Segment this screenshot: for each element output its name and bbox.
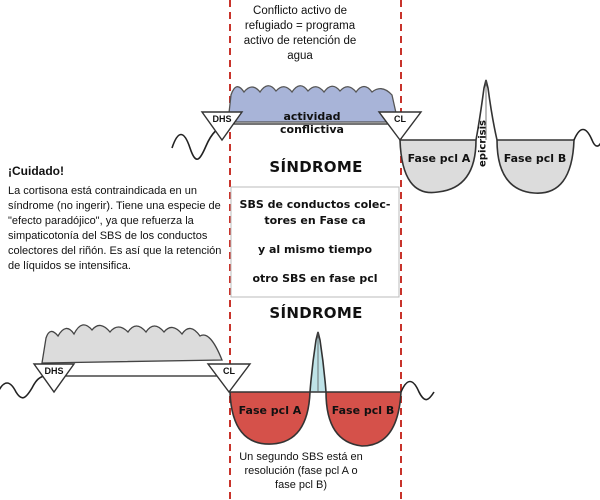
top-epicrisis-label: epicrisis bbox=[477, 120, 489, 167]
box-line-1: SBS de conductos colec- bbox=[239, 198, 391, 211]
top-dhs-triangle bbox=[200, 111, 244, 142]
warning-body: La cortisona está contraindicada en un s… bbox=[8, 185, 222, 272]
sindrome-bottom-label: SÍNDROME bbox=[269, 304, 363, 322]
bottom-dhs-triangle bbox=[32, 363, 76, 394]
center-text-box bbox=[230, 186, 400, 298]
bottom-right-wave bbox=[400, 380, 435, 401]
top-cl-label: CL bbox=[394, 114, 406, 124]
top-phase-a-label: Fase pcl A bbox=[407, 152, 471, 165]
box-line-3: y al mismo tiempo bbox=[257, 243, 373, 256]
sindrome-top-label: SÍNDROME bbox=[269, 158, 363, 176]
top-note: Conflicto activo de refugiado = programa… bbox=[243, 5, 357, 62]
bottom-phase-a-label: Fase pcl A bbox=[238, 404, 302, 417]
top-right-wave bbox=[573, 128, 600, 147]
bottom-phase-b-label: Fase pcl B bbox=[331, 404, 395, 417]
bottom-gray-area bbox=[41, 324, 223, 364]
active-conflict-label: actividad conflictiva bbox=[280, 110, 344, 136]
active-conflict-area bbox=[227, 85, 399, 123]
warning-title: ¡Cuidado! bbox=[8, 164, 64, 178]
box-line-2: tores en Fase ca bbox=[264, 214, 366, 227]
box-line-4: otro SBS en fase pcl bbox=[252, 272, 378, 285]
bottom-cl-label: CL bbox=[223, 366, 235, 376]
bottom-phase-a-bowl bbox=[229, 391, 311, 445]
bottom-note: Un segundo SBS está en resolución (fase … bbox=[239, 451, 363, 491]
bottom-dhs-label: DHS bbox=[44, 366, 64, 376]
bottom-phase-b-bowl bbox=[325, 391, 402, 447]
top-dhs-label: DHS bbox=[212, 114, 232, 124]
top-phase-b-bowl bbox=[496, 139, 575, 194]
top-phase-a-bowl bbox=[399, 139, 477, 194]
bottom-left-wave bbox=[0, 375, 47, 399]
top-cl-triangle bbox=[377, 111, 423, 142]
bottom-cl-triangle bbox=[206, 363, 252, 394]
top-phase-b-label: Fase pcl B bbox=[503, 152, 567, 165]
